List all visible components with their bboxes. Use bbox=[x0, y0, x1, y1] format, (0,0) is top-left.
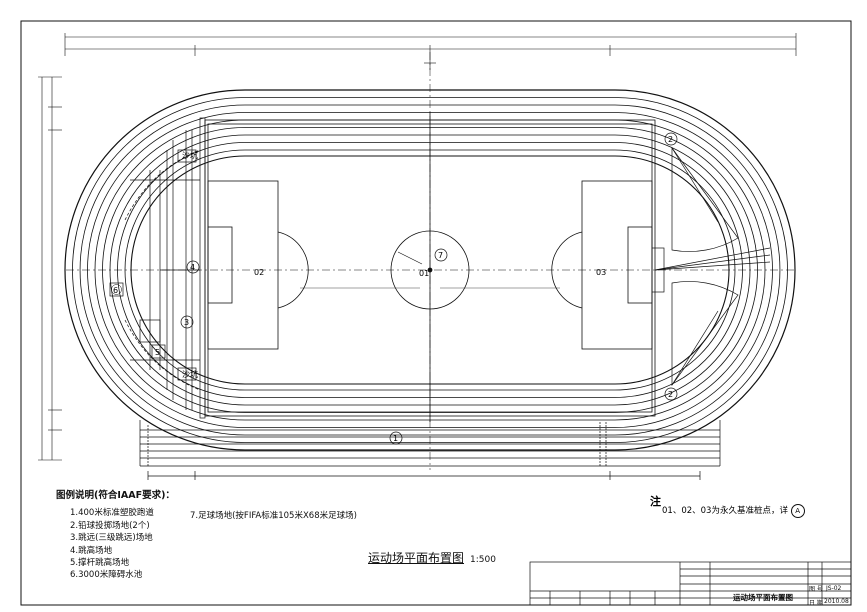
title-block-drawing-no: JS-02 bbox=[826, 585, 842, 592]
track-lane-line bbox=[72, 97, 788, 443]
track-lane-line bbox=[94, 119, 766, 421]
circle-1-label: 1 bbox=[393, 434, 398, 443]
left-dimensions bbox=[38, 76, 62, 461]
box-6-label: 6 bbox=[113, 286, 118, 295]
legend-item-7: 7.足球场地(按FIFA标准105米X68米足球场) bbox=[190, 511, 357, 521]
marker-01-label: 01 bbox=[419, 269, 429, 278]
right-field-events bbox=[651, 146, 771, 387]
marker-02-label: 02 bbox=[254, 268, 264, 277]
legend-item: 1.400米标准塑胶跑道 bbox=[70, 508, 154, 519]
title-block-drawing-name: 运动场平面布置图 bbox=[733, 593, 793, 602]
track-lane-line bbox=[102, 127, 758, 413]
note-ref: A bbox=[790, 504, 805, 518]
drawing-title: 运动场平面布置图 1:500 bbox=[368, 549, 496, 566]
legend-title: 图例说明(符合IAAF要求)： bbox=[56, 490, 175, 501]
drawing-scale: 1:500 bbox=[470, 555, 496, 565]
track-lane-line bbox=[117, 142, 743, 398]
left-field-events bbox=[124, 117, 206, 419]
marker-03-label: 03 bbox=[596, 268, 606, 277]
title-block-dwg-no-label: 图 号 bbox=[809, 586, 823, 593]
legend-item: 4.跳高场地 bbox=[70, 545, 113, 556]
track-inner-curb bbox=[130, 155, 730, 385]
circle-2-top-label: 2 bbox=[668, 135, 673, 144]
circle-2-bottom-label: 2 bbox=[668, 390, 673, 399]
sandpit-bottom-label: 沙坑 bbox=[182, 369, 198, 379]
note-text: 01、02、03为永久基准桩点，详 A bbox=[662, 504, 805, 518]
track-lane-line bbox=[79, 104, 781, 436]
football-field bbox=[66, 52, 795, 470]
circle-4-label: 4 bbox=[190, 263, 195, 272]
circle-7-label: 7 bbox=[438, 251, 443, 260]
sandpit-top-label: 沙坑 bbox=[182, 150, 198, 160]
running-track bbox=[64, 89, 796, 451]
circle-3-label: 3 bbox=[184, 318, 189, 327]
legend-item: 2.铅球投掷场地(2个) bbox=[70, 520, 150, 531]
legend-item: 6.3000米障碍水池 bbox=[70, 570, 143, 581]
title-block bbox=[529, 561, 852, 606]
track-lane-line bbox=[109, 134, 751, 406]
track-lane-line bbox=[124, 149, 736, 391]
top-dimensions bbox=[64, 33, 797, 70]
sheet-border bbox=[20, 20, 852, 606]
track-lane-line bbox=[64, 89, 796, 451]
title-block-date: 2010.08 bbox=[824, 598, 849, 605]
note-body: 01、02、03为永久基准桩点，详 bbox=[662, 506, 788, 516]
legend-item: 3.跳远(三级跳远)场地 bbox=[70, 533, 153, 544]
drawing-title-text: 运动场平面布置图 bbox=[368, 551, 465, 565]
bottom-straight-extension bbox=[139, 420, 721, 480]
track-lane-line bbox=[87, 112, 773, 428]
title-block-date-label: 日 期 bbox=[809, 600, 823, 607]
field-markers: 02 01 03 沙坑 沙坑 1 2 2 3 4 5 6 7 bbox=[109, 132, 678, 445]
box-5-label: 5 bbox=[155, 348, 160, 357]
note-label: 注 bbox=[650, 495, 661, 508]
legend-item: 5.撑杆跳高场地 bbox=[70, 558, 130, 569]
